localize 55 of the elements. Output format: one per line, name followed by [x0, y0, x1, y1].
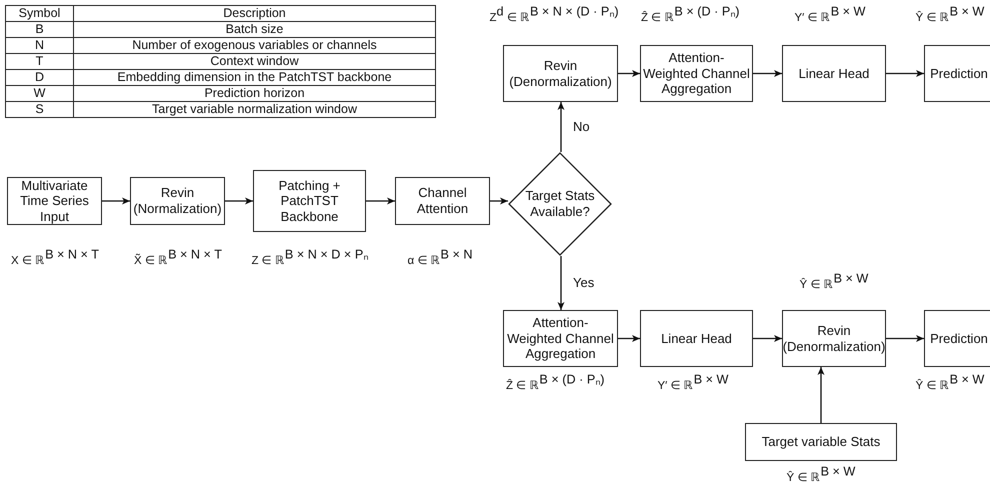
arrow	[366, 198, 395, 204]
table-cell: T	[6, 54, 74, 70]
table-cell: S	[6, 102, 74, 118]
arrow	[886, 335, 924, 342]
table-cell: Context window	[74, 54, 436, 70]
table-cell: W	[6, 86, 74, 102]
table-cell: Embedding dimension in the PatchTST backbone	[74, 70, 436, 86]
arrow	[886, 70, 924, 77]
node-label: Linear Head	[660, 330, 733, 346]
table-header: Symbol	[6, 6, 74, 22]
edge-label: No	[571, 119, 592, 134]
arrow	[102, 198, 130, 204]
table-cell: Target variable normalization window	[74, 102, 436, 118]
process-box	[745, 423, 897, 461]
arrow	[818, 367, 824, 423]
node-label: Target variable Stats	[760, 434, 882, 450]
node-label: Patching + PatchTST Backbone	[278, 178, 342, 224]
table-cell: D	[6, 70, 74, 86]
arrow	[753, 335, 782, 342]
process-box	[782, 45, 886, 102]
process-box	[640, 310, 753, 367]
node-label: Linear Head	[798, 66, 870, 82]
table-cell: Prediction horizon	[74, 86, 436, 102]
node-label: Revin (Denormalization)	[508, 58, 613, 90]
table-cell: B	[6, 22, 74, 38]
node-label: Revin (Denormalization)	[782, 322, 886, 354]
arrow	[618, 335, 640, 342]
arrow	[618, 70, 640, 77]
process-box	[130, 177, 225, 225]
process-box	[7, 177, 102, 225]
process-box	[782, 310, 886, 367]
node-label: Revin (Normalization)	[132, 185, 223, 217]
arrow	[490, 198, 508, 204]
process-box	[395, 177, 490, 225]
node-label: Multivariate Time Series Input	[19, 178, 90, 224]
arrow	[225, 198, 253, 204]
node-label: Prediction	[929, 330, 989, 346]
arrow	[558, 102, 564, 152]
process-box	[924, 45, 990, 102]
process-box	[503, 45, 618, 102]
node-label: Prediction	[929, 66, 989, 82]
arrow	[753, 70, 782, 77]
decision-diamond	[508, 152, 612, 256]
table-cell: N	[6, 38, 74, 54]
process-box	[253, 170, 366, 232]
node-label: Attention-Weighted Channel Aggregation	[642, 50, 751, 97]
table-cell: Batch size	[74, 22, 436, 38]
edge-label: Yes	[571, 275, 596, 290]
table-cell: Number of exogenous variables or channels	[74, 38, 436, 54]
process-box	[924, 310, 990, 367]
node-label: Attention-Weighted Channel Aggregation	[506, 315, 615, 362]
table-header: Description	[74, 6, 436, 22]
arrow	[558, 256, 564, 310]
node-label: Channel Attention	[416, 185, 470, 217]
node-label: Target Stats Available?	[524, 188, 596, 220]
